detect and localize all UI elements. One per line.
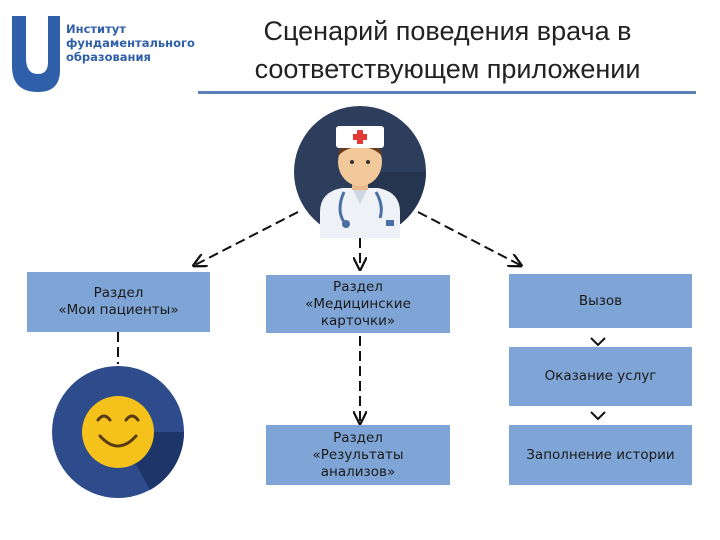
smiley-icon: [52, 366, 185, 498]
box-my-patients: Раздел «Мои пациенты»: [27, 272, 210, 332]
box-history: Заполнение истории: [509, 425, 692, 485]
logo-line-1: Институт: [66, 22, 126, 36]
chevron-down-icon: [590, 337, 606, 347]
box-call-label: Вызов: [578, 292, 623, 309]
title-line-2: соответствующем приложении: [254, 54, 641, 84]
slide-title: Сценарий поведения врача в соответствующ…: [195, 12, 700, 88]
box-medical-cards: Раздел «Медицинские карточки»: [266, 275, 450, 333]
box-medical-cards-line-2: «Медицинские: [305, 295, 411, 312]
box-test-results: Раздел «Результаты анализов»: [266, 425, 450, 485]
arrow-doctor-to-call: [417, 211, 520, 265]
title-underline: [198, 91, 696, 94]
box-test-results-line-3: анализов»: [320, 463, 396, 480]
logo-line-3: образования: [66, 50, 151, 64]
box-services-label: Оказание услуг: [544, 368, 657, 384]
box-medical-cards-line-3: карточки»: [320, 312, 396, 329]
doctor-icon: [294, 106, 426, 238]
logo-u-icon: [12, 16, 60, 92]
box-call: Вызов: [509, 274, 692, 328]
box-services: Оказание услуг: [509, 347, 692, 406]
box-test-results-line-2: «Результаты: [312, 446, 404, 463]
box-history-label: Заполнение истории: [526, 446, 675, 463]
institute-logo: Институт фундаментального образования: [8, 8, 195, 98]
logo-line-2: фундаментального: [66, 36, 195, 50]
logo-text: Институт фундаментального образования: [66, 22, 195, 64]
box-medical-cards-line-1: Раздел: [333, 278, 383, 295]
box-test-results-line-1: Раздел: [333, 429, 383, 446]
chevron-down-icon: [590, 411, 606, 421]
arrow-doctor-to-patients: [195, 211, 299, 265]
box-my-patients-line-1: Раздел: [93, 285, 144, 301]
box-my-patients-line-2: «Мои пациенты»: [58, 302, 179, 318]
title-line-1: Сценарий поведения врача в: [263, 16, 632, 46]
